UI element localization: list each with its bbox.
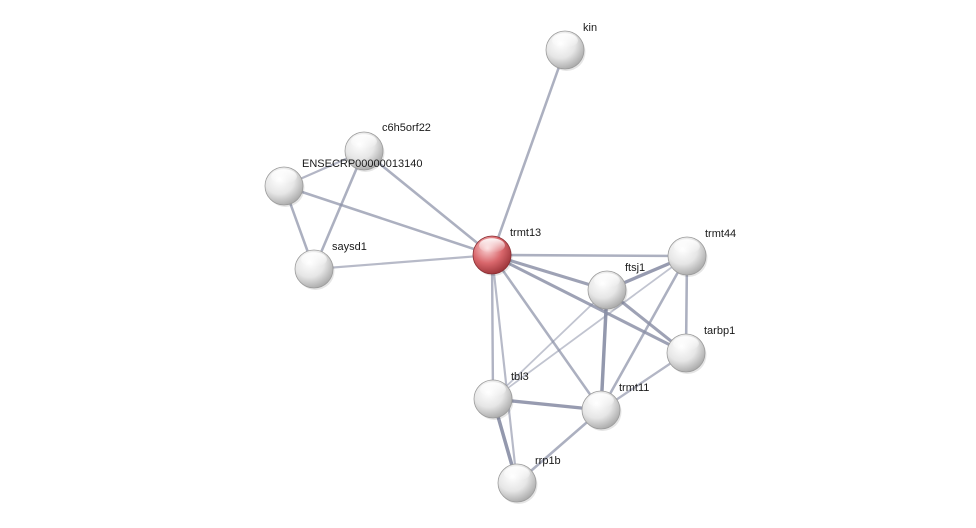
node-kin[interactable]: kin [545, 22, 597, 71]
node-highlight [674, 239, 700, 254]
node-label: tbl3 [511, 371, 529, 383]
edge-trmt13-trmt11[interactable] [490, 253, 603, 412]
edge-trmt13-tbl3[interactable] [490, 253, 495, 401]
edge-trmt13-saysd1[interactable] [312, 253, 494, 271]
node-label: trmt11 [619, 382, 649, 394]
edge-trmt44-tbl3[interactable] [492, 255, 688, 400]
node-trmt11[interactable]: trmt11 [581, 382, 649, 431]
node-highlight [479, 238, 505, 253]
node-tbl3[interactable]: tbl3 [473, 371, 529, 420]
node-ENSECRP00000013140[interactable]: ENSECRP00000013140 [264, 158, 422, 207]
node-trmt13[interactable]: trmt13 [472, 227, 541, 276]
node-label: c6h5orf22 [382, 122, 431, 134]
edge-trmt13-kin[interactable] [490, 48, 567, 257]
node-ftsj1[interactable]: ftsj1 [587, 262, 645, 311]
edge-ftsj1-tbl3[interactable] [492, 289, 608, 400]
edge-ftsj1-trmt11[interactable] [599, 288, 609, 412]
node-highlight [588, 393, 614, 408]
node-saysd1[interactable]: saysd1 [294, 241, 367, 290]
edge-trmt13-ftsj1[interactable] [490, 253, 609, 292]
node-highlight [351, 134, 377, 149]
edge-c6h5orf22-saysd1[interactable] [312, 149, 366, 271]
node-label: tarbp1 [704, 325, 735, 337]
edge-trmt13-c6h5orf22[interactable] [362, 149, 494, 257]
edge-trmt13-ENSECRP00000013140[interactable] [282, 184, 494, 257]
node-label: trmt44 [705, 228, 736, 240]
node-label: ENSECRP00000013140 [302, 158, 422, 170]
node-tarbp1[interactable]: tarbp1 [666, 325, 735, 374]
edge-trmt13-tarbp1[interactable] [490, 253, 688, 355]
node-highlight [480, 382, 506, 397]
node-trmt44[interactable]: trmt44 [667, 228, 736, 277]
node-label: kin [583, 22, 597, 34]
edge-trmt44-trmt11[interactable] [599, 254, 689, 412]
node-label: trmt13 [510, 227, 541, 239]
node-highlight [301, 252, 327, 267]
edge-trmt13-rrp1b[interactable] [490, 253, 519, 485]
node-rrp1b[interactable]: rrp1b [497, 455, 561, 504]
edge-trmt13-trmt44[interactable] [490, 253, 689, 258]
node-highlight [552, 33, 578, 48]
node-highlight [594, 273, 620, 288]
node-label: saysd1 [332, 241, 367, 253]
node-label: rrp1b [535, 455, 561, 467]
node-c6h5orf22[interactable]: c6h5orf22 [344, 122, 431, 172]
node-label: ftsj1 [625, 262, 645, 274]
node-highlight [271, 169, 297, 184]
node-highlight [673, 336, 699, 351]
node-highlight [504, 466, 530, 481]
